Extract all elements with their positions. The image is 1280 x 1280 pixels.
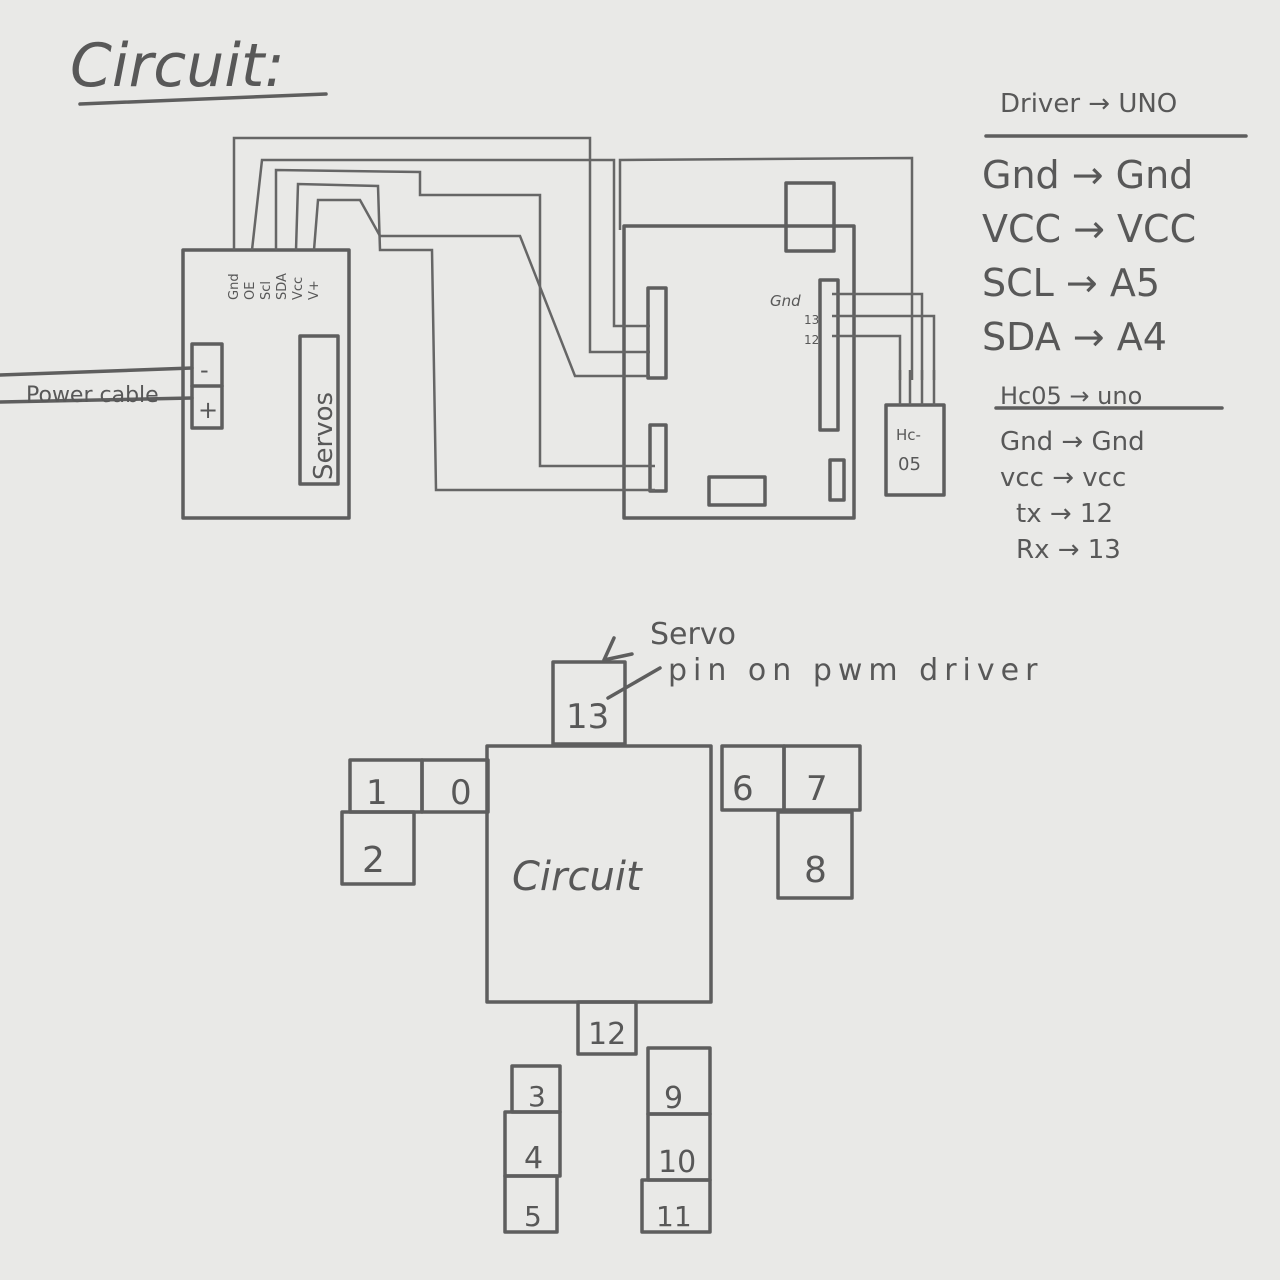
wire-gnd bbox=[232, 136, 650, 354]
page-title: Circuit: bbox=[70, 31, 285, 101]
driver-pin-label: Scl bbox=[259, 281, 274, 300]
wire-hc05-rx bbox=[832, 314, 936, 380]
servo-pin-number: 4 bbox=[524, 1141, 543, 1176]
hc05-label-line1: Hc- bbox=[896, 426, 921, 444]
uno-analog-header bbox=[648, 423, 668, 493]
annotation-arrow-1 bbox=[602, 636, 634, 662]
uno-usb-port bbox=[784, 181, 836, 253]
servo-box-12 bbox=[576, 1000, 638, 1056]
annotation-line1: Servo bbox=[650, 617, 736, 652]
uno-power-jack bbox=[828, 458, 846, 502]
servo-pin-number: 6 bbox=[732, 769, 754, 809]
table-row: Gnd → Gnd bbox=[1000, 427, 1145, 457]
servo-pin-number: 7 bbox=[806, 769, 828, 809]
servo-header-label: Servos bbox=[309, 392, 339, 480]
wires bbox=[232, 136, 936, 492]
robot-body-label: Circuit bbox=[512, 854, 643, 900]
driver-pin-label: V+ bbox=[307, 280, 322, 300]
driver-pin-label: OE bbox=[243, 282, 258, 300]
uno-pin13-label: 13 bbox=[804, 313, 819, 327]
wire-hc05-tx bbox=[832, 334, 902, 380]
power-cable-line-top bbox=[0, 366, 194, 377]
wire-vcc bbox=[312, 198, 650, 378]
terminal-plus: + bbox=[198, 396, 218, 424]
servo-pin-number: 1 bbox=[366, 773, 388, 813]
terminal-minus: - bbox=[200, 356, 209, 384]
wire-hc05-vcc bbox=[618, 156, 914, 380]
servo-pin-number: 10 bbox=[658, 1145, 696, 1180]
uno-digital-header bbox=[818, 278, 840, 432]
servo-box-0 bbox=[420, 758, 490, 814]
servo-pin-number: 0 bbox=[450, 773, 472, 813]
wire-hc05-gnd bbox=[832, 292, 924, 380]
uno-board bbox=[622, 224, 856, 520]
driver-pin-label: Gnd bbox=[227, 273, 242, 300]
hc05-pins bbox=[898, 370, 936, 405]
title-underline bbox=[78, 92, 328, 106]
servo-box-11 bbox=[640, 1178, 712, 1234]
servo-pin-number: 12 bbox=[588, 1017, 626, 1052]
uno-chip bbox=[707, 475, 767, 507]
hc05-module bbox=[884, 403, 946, 497]
table-row: SDA → A4 bbox=[982, 315, 1167, 359]
table-header: Hc05 → uno bbox=[1000, 382, 1142, 410]
uno-pin12-label: 12 bbox=[804, 333, 819, 347]
uno-power-header bbox=[646, 286, 668, 380]
servo-box-13 bbox=[551, 660, 627, 746]
power-cable-label: Power cable bbox=[26, 383, 159, 408]
wire-sda bbox=[294, 182, 655, 492]
pwm-driver-board bbox=[181, 248, 351, 520]
servo-box-7 bbox=[782, 744, 862, 812]
servo-header bbox=[298, 334, 340, 486]
servo-pin-number: 3 bbox=[528, 1080, 546, 1113]
table-row: vcc → vcc bbox=[1000, 463, 1126, 493]
hc05-label-line2: 05 bbox=[898, 454, 921, 475]
servo-pin-number: 11 bbox=[656, 1200, 692, 1233]
table-row: Rx → 13 bbox=[1016, 535, 1121, 565]
annotation-arrow-2 bbox=[606, 666, 662, 700]
power-cable-line-bottom bbox=[0, 396, 194, 404]
servo-pin-number: 9 bbox=[664, 1081, 683, 1116]
driver-pin-label: SDA bbox=[275, 273, 290, 300]
servo-box-5 bbox=[503, 1174, 559, 1234]
servo-pin-number: 2 bbox=[362, 840, 385, 881]
wire-vcc-outer bbox=[250, 158, 650, 328]
servo-box-8 bbox=[776, 810, 854, 900]
servo-pin-number: 5 bbox=[524, 1200, 542, 1233]
table-header: Driver → UNO bbox=[1000, 89, 1177, 119]
table-row: VCC → VCC bbox=[982, 207, 1196, 251]
servo-pin-number: 13 bbox=[566, 697, 609, 737]
table-row: tx → 12 bbox=[1016, 499, 1113, 529]
wire-scl bbox=[274, 168, 655, 468]
servo-box-2 bbox=[340, 810, 416, 886]
servo-pin-number: 8 bbox=[804, 850, 827, 891]
table-row: Gnd → Gnd bbox=[982, 153, 1193, 197]
annotation-line2: pin on pwm driver bbox=[668, 653, 1043, 688]
table-row: SCL → A5 bbox=[982, 261, 1160, 305]
uno-gnd-label: Gnd bbox=[770, 292, 801, 310]
driver-pin-label: Vcc bbox=[291, 277, 306, 300]
